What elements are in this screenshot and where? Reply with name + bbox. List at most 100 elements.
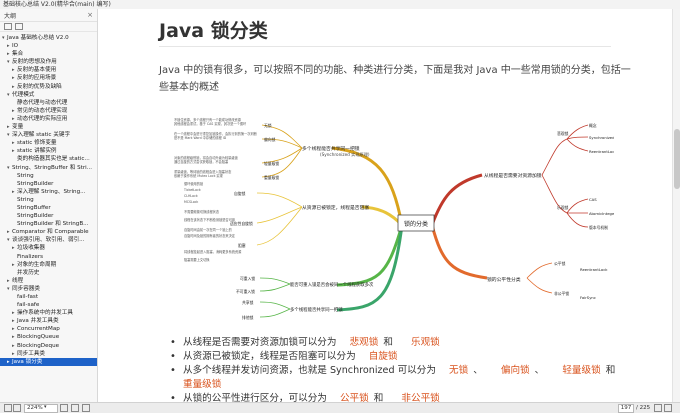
sidebar-item[interactable]: ▸变量 (0, 123, 97, 131)
chevron-right-icon[interactable]: ▸ (12, 318, 15, 325)
chevron-right-icon[interactable]: ▸ (12, 188, 15, 195)
chevron-right-icon[interactable]: ▸ (12, 75, 15, 82)
chevron-right-icon[interactable]: ▸ (12, 83, 15, 90)
sidebar-item[interactable]: ▸Comparator 和 Comparable (0, 228, 97, 236)
sidebar-item[interactable]: StringBuilder (0, 180, 97, 188)
sidebar-item[interactable]: ▸集合 (0, 50, 97, 58)
sidebar-item[interactable]: ▸BlockingDeque (0, 342, 97, 350)
sidebar-item[interactable]: StringBuilder 和 StringB... (0, 220, 97, 228)
sidebar-item-label: static 讲解实例 (17, 148, 57, 155)
chevron-down-icon[interactable]: ▾ (7, 237, 10, 244)
chevron-right-icon[interactable]: ▸ (12, 334, 15, 341)
sidebar-toggle-icon[interactable] (4, 404, 12, 412)
sidebar-item[interactable]: ▸BlockingQueue (0, 333, 97, 341)
sidebar-item[interactable]: ▸垃圾收集器 (0, 244, 97, 252)
chevron-right-icon[interactable]: ▸ (7, 358, 10, 365)
sidebar-item[interactable]: ▸static 讲解实例 (0, 147, 97, 155)
sidebar-item[interactable]: ▸static 修饰变量 (0, 139, 97, 147)
chevron-down-icon[interactable]: ▾ (7, 285, 10, 292)
branch-sublabel: (Synchronized 实现原理) (320, 151, 370, 158)
svg-text:轻量级锁: 轻量级锁 (264, 161, 279, 166)
scrollbar-thumb[interactable] (674, 129, 680, 189)
sidebar-item[interactable]: ▸线程 (0, 277, 97, 285)
svg-text:不需要频繁切换线程状态: 不需要频繁切换线程状态 (184, 209, 220, 214)
sidebar-item-label: 对象的生命周期 (17, 261, 57, 268)
sidebar-item[interactable]: ▸反射的应用场景 (0, 74, 97, 82)
sidebar-item[interactable]: ▾谈谈强引用、软引用、弱引... (0, 236, 97, 244)
sidebar-item[interactable]: 并发历史 (0, 269, 97, 277)
chevron-right-icon[interactable]: ▸ (12, 67, 15, 74)
svg-text:FairSync: FairSync (580, 295, 596, 300)
sidebar-item-label: Java 锁分类 (12, 358, 43, 365)
chevron-right-icon[interactable]: ▸ (7, 51, 10, 58)
chevron-right-icon[interactable]: ▸ (12, 115, 15, 122)
sidebar-item[interactable]: ▸对象的生命周期 (0, 261, 97, 269)
svg-text:将线程挂起进入阻塞，消耗更多系统资源: 将线程挂起进入阻塞，消耗更多系统资源 (184, 249, 242, 254)
sidebar-item[interactable]: ▸ConcurrentMap (0, 325, 97, 333)
sidebar-item[interactable]: ▸深入理解 String、String... (0, 188, 97, 196)
sidebar-item[interactable]: ▾String、StringBuffer 和 Stri... (0, 164, 97, 172)
chevron-right-icon[interactable]: ▸ (7, 277, 10, 284)
sidebar-item[interactable]: StringBuffer (0, 204, 97, 212)
chevron-down-icon[interactable]: ▾ (7, 132, 10, 139)
sidebar-item[interactable]: fail-safe (0, 301, 97, 309)
sidebar-item[interactable]: ▸同步工具类 (0, 350, 97, 358)
separator: 、 (473, 365, 483, 376)
single-page-icon[interactable] (60, 404, 68, 412)
sidebar-item[interactable]: 类的构造器其实也是 static... (0, 155, 97, 163)
sidebar-item-label: 反射的思想及作用 (12, 59, 57, 66)
chevron-right-icon[interactable]: ▸ (12, 245, 15, 252)
chevron-right-icon[interactable]: ▸ (12, 326, 15, 333)
sidebar-item-selected[interactable]: ▸Java 锁分类 (0, 357, 97, 366)
sidebar-item[interactable]: ▸操作系统中的并发工具 (0, 309, 97, 317)
double-page-icon[interactable] (71, 404, 79, 412)
chevron-down-icon[interactable]: ▾ (7, 91, 10, 98)
outline-view-icon[interactable] (4, 23, 12, 30)
sidebar-item-label: 反射的应用场景 (17, 75, 57, 82)
sidebar-item[interactable]: StringBuilder (0, 212, 97, 220)
separator: 和 (383, 337, 393, 348)
thumbnail-icon[interactable] (13, 404, 21, 412)
sidebar-item[interactable]: Finalizers (0, 253, 97, 261)
sidebar-item[interactable]: ▾同步容器类 (0, 285, 97, 293)
sidebar-item[interactable]: fail-fast (0, 293, 97, 301)
chevron-right-icon[interactable]: ▸ (12, 148, 15, 155)
chevron-right-icon[interactable]: ▸ (12, 342, 15, 349)
chevron-right-icon[interactable]: ▸ (12, 261, 15, 268)
chevron-right-icon[interactable]: ▸ (12, 350, 15, 357)
chevron-down-icon[interactable]: ▾ (2, 35, 5, 41)
next-page-icon[interactable] (664, 404, 672, 412)
sidebar-item-label: StringBuffer (17, 204, 51, 211)
sidebar-item[interactable]: ▾深入理解 static 关键字 (0, 131, 97, 139)
vertical-scrollbar[interactable] (672, 9, 680, 402)
sidebar-item[interactable]: ▸反射的优势及缺陷 (0, 83, 97, 91)
sidebar-item[interactable]: String (0, 196, 97, 204)
sidebar-item[interactable]: 静态代理与动态代理 (0, 99, 97, 107)
chevron-down-icon[interactable]: ▾ (44, 404, 47, 410)
sidebar-item[interactable]: ▸IO (0, 42, 97, 50)
sidebar-item[interactable]: ▸反射的基本使用 (0, 66, 97, 74)
chevron-down-icon[interactable]: ▾ (7, 59, 10, 66)
sidebar-item[interactable]: ▾代理模式 (0, 91, 97, 99)
chevron-right-icon[interactable]: ▸ (12, 140, 15, 147)
title-divider (159, 46, 611, 47)
sidebar-item-label: 常见的动态代理实现 (17, 107, 68, 114)
sidebar-item[interactable]: ▸Java 并发工具类 (0, 317, 97, 325)
sidebar-item[interactable]: ▸常见的动态代理实现 (0, 107, 97, 115)
sidebar-item[interactable]: ▾Java 基础核心总结 V2.0 (0, 34, 97, 42)
chevron-right-icon[interactable]: ▸ (12, 107, 15, 114)
sidebar-item[interactable]: ▾反射的思想及作用 (0, 58, 97, 66)
svg-text:公平锁: 公平锁 (554, 261, 566, 266)
close-icon[interactable]: × (87, 11, 93, 19)
prev-page-icon[interactable] (654, 404, 662, 412)
outline-list-icon[interactable] (15, 23, 23, 30)
sidebar-item[interactable]: String (0, 172, 97, 180)
svg-text:乐观锁: 乐观锁 (557, 205, 569, 210)
scroll-mode-icon[interactable] (82, 404, 90, 412)
chevron-right-icon[interactable]: ▸ (7, 43, 10, 50)
sidebar-item[interactable]: ▸动态代理的实际应用 (0, 115, 97, 123)
chevron-right-icon[interactable]: ▸ (7, 229, 10, 236)
chevron-right-icon[interactable]: ▸ (7, 124, 10, 131)
chevron-down-icon[interactable]: ▾ (7, 164, 10, 171)
chevron-right-icon[interactable]: ▸ (12, 310, 15, 317)
